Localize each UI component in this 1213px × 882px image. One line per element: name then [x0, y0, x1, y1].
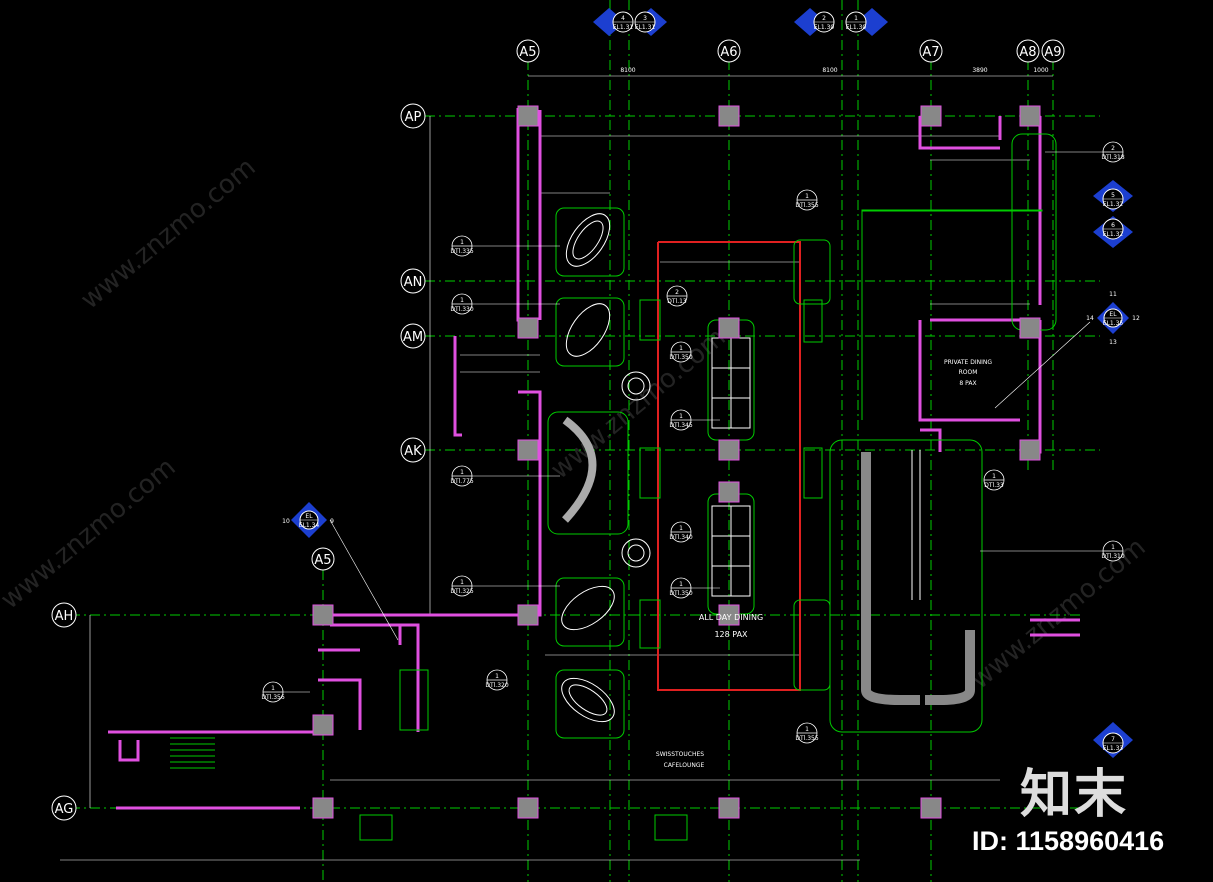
dim-top-2: 8100 — [822, 67, 837, 74]
dt-13-num: 1 — [271, 685, 275, 692]
elev-right-7-ref: EL1.33 — [1103, 745, 1124, 752]
elev-pdr-num: EL — [1109, 311, 1117, 318]
room-private-dining-pax: 8 PAX — [959, 380, 976, 387]
grid-lines — [70, 0, 1100, 882]
elev-top-1-num: 4 — [621, 15, 625, 22]
dt-10-ref: DTl.350 — [669, 590, 692, 597]
furniture — [359, 133, 1057, 841]
dt-6-num: 2 — [675, 289, 679, 296]
elev-pdr-right: 12 — [1132, 315, 1140, 322]
elevation-tag-left: EL EL1.34 10 9 — [282, 502, 399, 641]
image-id-label: ID: 1158960416 — [972, 826, 1165, 856]
grid-col-a8: A8 — [1019, 45, 1036, 60]
dt-7-num: 1 — [679, 345, 683, 352]
elev-pdr-top: 11 — [1109, 291, 1117, 298]
grid-row-ap: AP — [405, 110, 422, 125]
grid-bubbles-rows — [51, 103, 426, 821]
dt-4-ref: DTl.325 — [450, 588, 473, 595]
room-private-dining-room: ROOM — [959, 369, 978, 376]
dt-10-num: 1 — [679, 581, 683, 588]
elev-top-3-num: 2 — [822, 15, 826, 22]
grid-row-am: AM — [403, 330, 423, 345]
dt-14-num: 2 — [1111, 145, 1115, 152]
elev-right-6-num: 6 — [1111, 222, 1115, 229]
dt-2-ref: DTl.330 — [450, 306, 473, 313]
dt-8-ref: DTl.345 — [669, 422, 692, 429]
elev-pdr-ref: EL1.35 — [1103, 320, 1124, 327]
dt-12-ref: DTl.355 — [795, 735, 818, 742]
grid-col-a9: A9 — [1044, 45, 1061, 60]
grid-row-ak: AK — [404, 444, 422, 459]
dimension-lines — [60, 75, 1053, 861]
detail-tags — [262, 141, 1124, 744]
dt-7-ref: DTl.350 — [669, 354, 692, 361]
dt-3-num: 1 — [460, 469, 464, 476]
elev-pdr-left: 14 — [1086, 315, 1094, 322]
elev-right-5-ref: EL1.32 — [1103, 201, 1124, 208]
elev-left-ref: EL1.34 — [299, 522, 320, 529]
dt-8-num: 1 — [679, 413, 683, 420]
dt-3-ref: DTl.775 — [450, 478, 473, 485]
dt-14-ref: DTl.318 — [1101, 154, 1124, 161]
brand-watermark: 知末 — [1020, 765, 1129, 825]
elev-top-2-num: 3 — [643, 15, 647, 22]
leader-lines — [283, 151, 1103, 693]
dt-6-ref: DTl.13 — [667, 298, 687, 305]
dt-15-ref: DTl.310 — [1101, 553, 1124, 560]
elev-right-5-num: 5 — [1111, 192, 1115, 199]
elev-top-3-ref: EL1.30 — [814, 24, 835, 31]
dim-top-3: 3890 — [972, 67, 987, 74]
elev-left-rightnum: 9 — [330, 518, 334, 525]
grid-col-a5-lower: A5 — [314, 553, 331, 568]
dt-5-ref: DTl.355 — [795, 202, 818, 209]
dt-1-num: 1 — [460, 239, 464, 246]
dt-1-ref: DTl.335 — [450, 248, 473, 255]
grid-row-ag: AG — [55, 802, 74, 817]
room-private-dining: PRIVATE DINING — [944, 359, 992, 366]
dt-2-num: 1 — [460, 297, 464, 304]
dt-16-ref: DTl.33 — [984, 482, 1004, 489]
elev-top-2-ref: EL1.31 — [635, 24, 656, 31]
elevation-tags-top: 4 EL1.31 3 EL1.31 2 EL1.30 1 EL1.30 — [593, 8, 888, 36]
dt-4-num: 1 — [460, 579, 464, 586]
dt-9-num: 1 — [679, 525, 683, 532]
grid-col-a7: A7 — [922, 45, 939, 60]
dim-top-1: 8100 — [620, 67, 635, 74]
dt-5-num: 1 — [805, 193, 809, 200]
columns — [312, 105, 1041, 819]
elevation-tags-right: 5 EL1.32 6 EL1.32 7 EL1.33 — [1093, 180, 1133, 758]
room-cafelounge: CAFELOUNGE — [664, 762, 705, 769]
grid-col-a5: A5 — [519, 45, 536, 60]
grid-bubbles-columns — [311, 39, 1065, 571]
grid-row-an: AN — [404, 275, 423, 290]
room-all-day-dining-pax: 128 PAX — [714, 630, 748, 639]
elev-right-7-num: 7 — [1111, 736, 1115, 743]
dt-11-ref: DTl.320 — [485, 682, 508, 689]
dt-15-num: 1 — [1111, 544, 1115, 551]
elev-top-4-num: 1 — [854, 15, 858, 22]
room-cafelounge-brand: SWISSTOUCHES — [656, 751, 704, 758]
elev-left-num: EL — [305, 513, 313, 520]
elev-top-1-ref: EL1.31 — [613, 24, 634, 31]
elev-right-6-ref: EL1.32 — [1103, 231, 1124, 238]
dt-9-ref: DTl.340 — [669, 534, 692, 541]
dt-11-num: 1 — [495, 673, 499, 680]
elev-pdr-bottom: 13 — [1109, 339, 1117, 346]
stair — [170, 737, 215, 769]
elev-left-leftnum: 10 — [282, 518, 290, 525]
tables — [561, 213, 975, 723]
dt-13-ref: DTl.356 — [261, 694, 284, 701]
dt-12-num: 1 — [805, 726, 809, 733]
grid-row-ah: AH — [55, 609, 74, 624]
room-all-day-dining: ALL DAY DINING — [699, 613, 763, 622]
dim-top-4: 1000 — [1033, 67, 1048, 74]
elevation-tag-pdr: EL EL1.35 11 12 13 14 — [994, 291, 1140, 409]
dt-16-num: 1 — [992, 473, 996, 480]
grid-col-a6: A6 — [720, 45, 737, 60]
elev-top-4-ref: EL1.30 — [846, 24, 867, 31]
walls — [108, 108, 1080, 810]
detail-tag-labels: 1 DTl.335 1 DTl.330 1 DTl.775 1 DTl.325 … — [261, 145, 1124, 742]
